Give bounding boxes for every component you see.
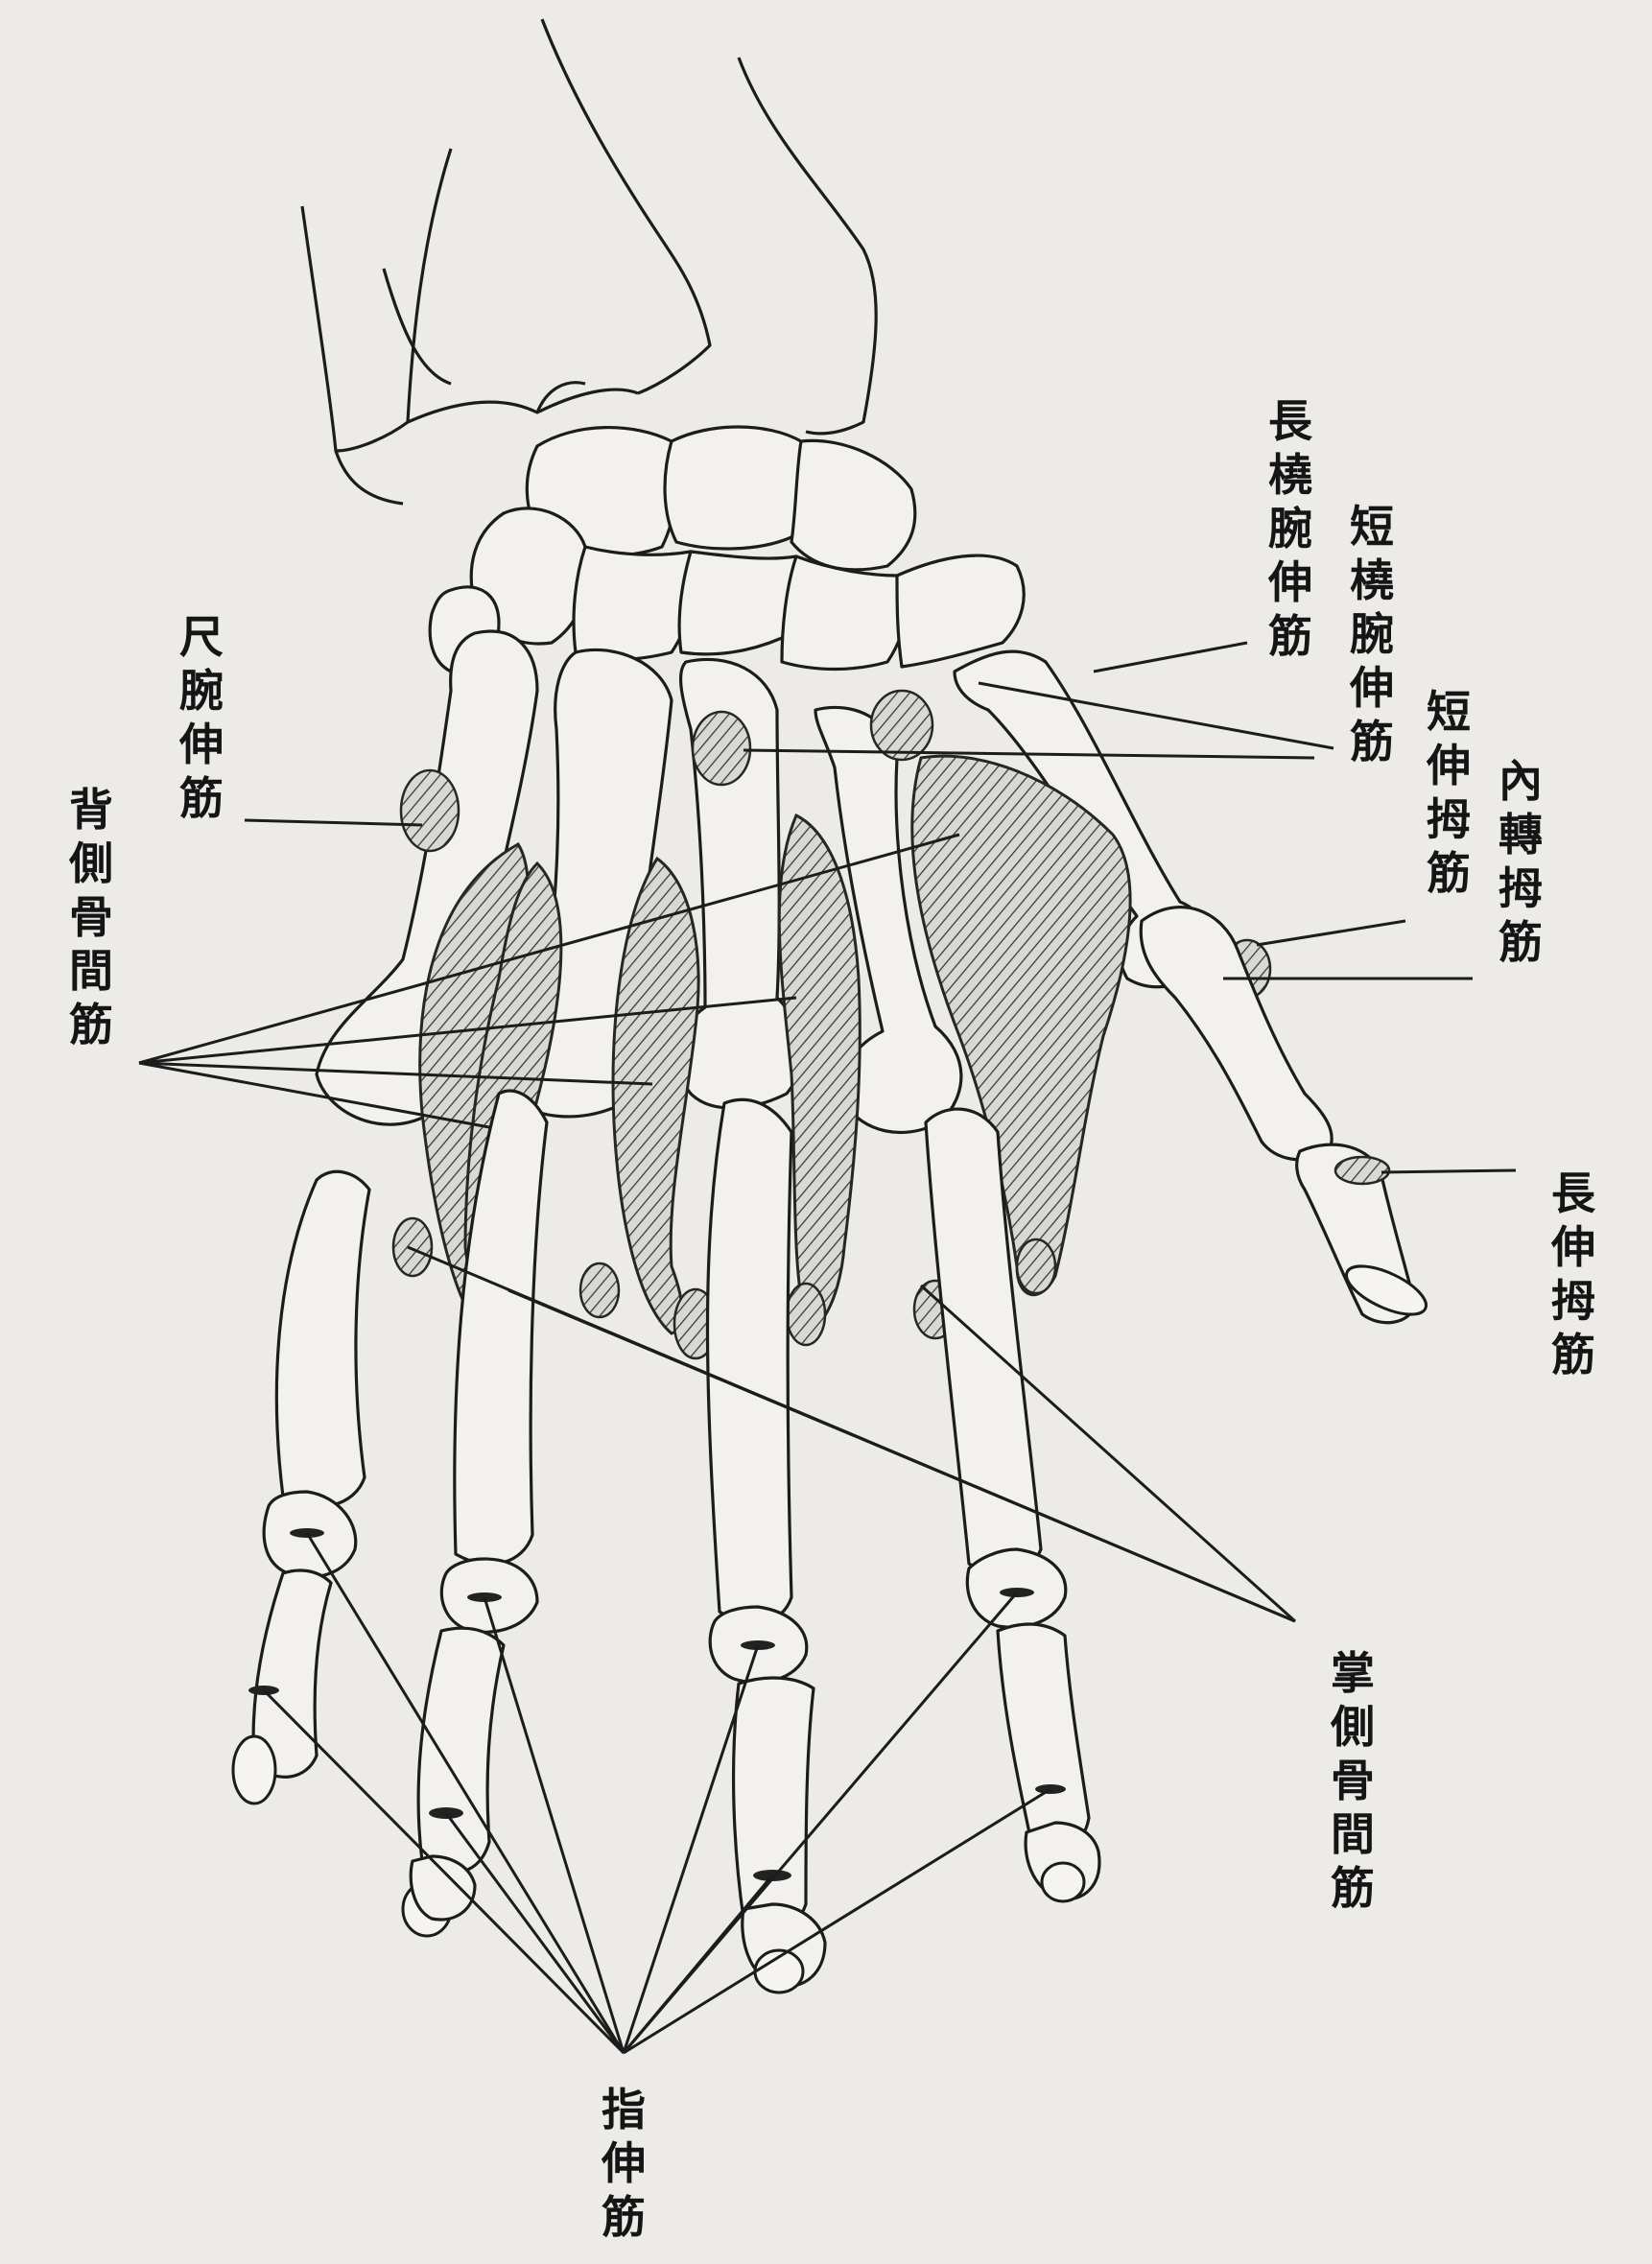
label-char: 筋: [1551, 1329, 1595, 1380]
label-char: 伸: [1426, 740, 1471, 791]
label-char: 伸: [601, 2137, 646, 2189]
label-char: 短: [1427, 686, 1471, 738]
label-extensor-digitorum: 指伸筋: [601, 2084, 646, 2243]
label-char: 橈: [1350, 554, 1394, 606]
label-char: 尺: [179, 611, 224, 663]
label-char: 骨: [1331, 1755, 1375, 1806]
palmar-interossei-leaders: [408, 1247, 1295, 1621]
label-char: 轉: [1499, 809, 1543, 861]
label-char: 拇: [1499, 862, 1543, 914]
label-char: 筋: [69, 999, 113, 1050]
label-char: 內: [1499, 755, 1543, 807]
label-char: 伸: [178, 719, 224, 770]
label-char: 拇: [1427, 793, 1471, 845]
thumb-phalanges: [1141, 908, 1432, 1325]
label-char: 筋: [1350, 716, 1394, 767]
label-char: 間: [1331, 1808, 1375, 1860]
label-char: 筋: [1331, 1862, 1375, 1914]
label-char: 長: [1551, 1167, 1596, 1219]
label-char: 掌: [1331, 1647, 1375, 1699]
label-char: 筋: [602, 2191, 646, 2243]
label-char: 腕: [1268, 503, 1312, 554]
label-char: 拇: [1551, 1275, 1595, 1327]
label-char: 筋: [1268, 610, 1312, 662]
label-char: 骨: [69, 891, 113, 943]
label-char: 筋: [1499, 916, 1543, 968]
label-char: 腕: [1350, 608, 1394, 660]
label-char: 筋: [1427, 847, 1471, 899]
label-char: 伸: [1267, 556, 1312, 608]
carpal-bones: [430, 427, 1024, 672]
label-char: 側: [68, 837, 113, 889]
label-char: 橈: [1268, 449, 1312, 501]
label-char: 間: [69, 945, 113, 997]
label-char: 短: [1350, 501, 1394, 553]
label-char: 側: [1330, 1701, 1375, 1753]
label-char: 背: [69, 784, 113, 836]
label-char: 筋: [179, 772, 224, 824]
label-char: 伸: [1349, 662, 1394, 714]
label-char: 指: [602, 2084, 646, 2135]
label-char: 長: [1268, 395, 1313, 447]
label-char: 伸: [1550, 1221, 1595, 1273]
label-char: 腕: [179, 665, 224, 717]
extensor-digitorum-leaders: [264, 1533, 1050, 2053]
